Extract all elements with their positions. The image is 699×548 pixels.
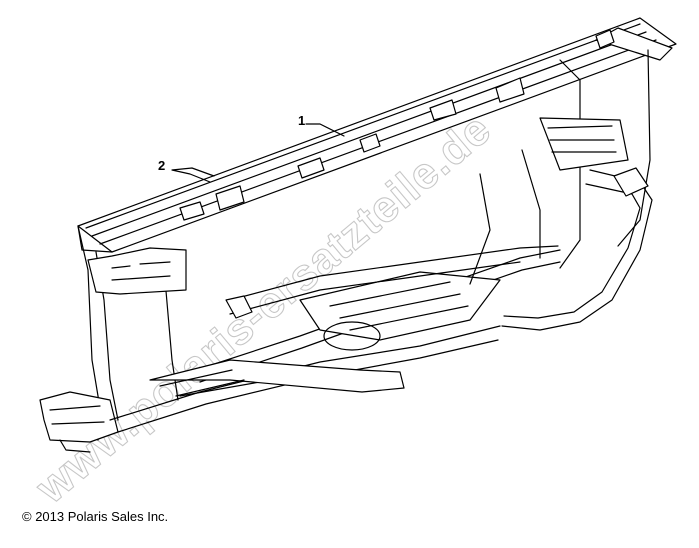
front-lower-bracket bbox=[39, 391, 119, 443]
side-rail-rear bbox=[229, 245, 559, 301]
side-rail-rear-2 bbox=[229, 261, 521, 315]
callout-1-leader bbox=[305, 123, 345, 137]
mount-tab-2 bbox=[359, 133, 381, 153]
callout-2-leader bbox=[171, 167, 215, 183]
footpeg-left bbox=[225, 295, 253, 319]
copyright-notice: © 2013 Polaris Sales Inc. bbox=[22, 509, 169, 524]
callout-1-label: 1 bbox=[298, 113, 306, 128]
frame-drawing bbox=[39, 17, 677, 453]
floor-pan-detail bbox=[329, 281, 469, 331]
mount-tab-6 bbox=[215, 185, 245, 211]
mount-tab-7 bbox=[179, 201, 205, 221]
footpeg-right bbox=[149, 359, 405, 393]
floor-pan-hole bbox=[323, 321, 381, 351]
rear-down-tube-b bbox=[521, 149, 541, 259]
lower-rail-left bbox=[109, 325, 501, 421]
front-plate-holes bbox=[111, 261, 171, 281]
rear-bracket-holes bbox=[547, 125, 617, 153]
rear-lower-loop-inner bbox=[503, 183, 641, 319]
mount-tab-4 bbox=[495, 77, 525, 103]
callout-2-label: 2 bbox=[158, 158, 166, 173]
rear-brace bbox=[539, 117, 629, 171]
mount-tab-5 bbox=[595, 29, 615, 49]
mount-tab-3 bbox=[429, 99, 457, 121]
rear-down-tube-a bbox=[469, 173, 491, 285]
rear-shock-mount bbox=[613, 167, 649, 197]
footpeg-detail bbox=[159, 369, 245, 397]
mount-tab-1 bbox=[297, 157, 325, 179]
front-lower-detail bbox=[49, 405, 105, 453]
front-gusset bbox=[87, 247, 187, 295]
